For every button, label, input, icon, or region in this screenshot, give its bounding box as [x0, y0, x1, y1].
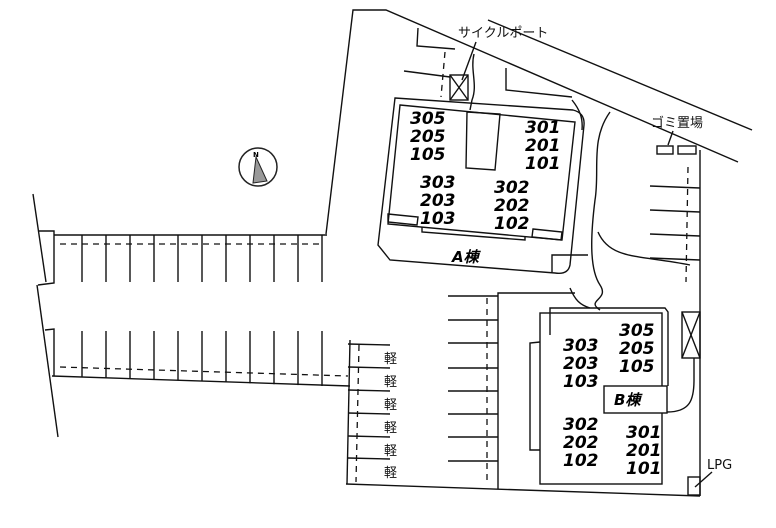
unit-number: 203 — [420, 191, 456, 211]
kei-label: 軽 — [384, 466, 397, 481]
unit-number: 302 — [563, 415, 599, 435]
kei-label: 軽 — [384, 398, 397, 413]
kei-label: 軽 — [384, 352, 397, 367]
kei-stall-line — [347, 343, 391, 346]
compass-icon: N — [238, 147, 278, 187]
building-b-label: B棟 — [614, 391, 643, 409]
unit-number: 305 — [410, 109, 446, 129]
unit-number: 201 — [525, 136, 561, 156]
storage-box — [681, 311, 701, 359]
unit-number: 103 — [420, 209, 456, 229]
unit-number: 201 — [626, 441, 662, 461]
parking-lot-west — [51, 234, 351, 387]
unit-number: 303 — [420, 173, 456, 193]
kei-stall-line — [347, 412, 391, 415]
parking-lot-east — [649, 166, 701, 283]
unit-number: 302 — [494, 178, 530, 198]
unit-number: 102 — [563, 451, 599, 471]
garbage-area: ゴミ置場 — [651, 115, 703, 155]
unit-number: 101 — [525, 154, 561, 174]
unit-number: 102 — [494, 214, 530, 234]
unit-number: 202 — [494, 196, 530, 216]
unit-number: 203 — [563, 354, 599, 374]
kei-stall-line — [347, 435, 391, 438]
unit-number: 301 — [525, 118, 561, 138]
lpg-label: LPG — [707, 458, 732, 473]
parking-stall-line — [649, 233, 701, 237]
north-stalls — [403, 27, 573, 98]
kei-label: 軽 — [384, 421, 397, 436]
unit-number: 205 — [619, 339, 655, 359]
unit-number: 101 — [626, 459, 662, 479]
kei-stall-line — [347, 389, 391, 392]
parking-lot-central — [448, 292, 575, 489]
kei-stall-line — [347, 366, 391, 369]
kei-stall-line — [347, 457, 391, 460]
unit-number: 303 — [563, 336, 599, 356]
kei-label: 軽 — [384, 375, 397, 390]
unit-number: 105 — [410, 145, 446, 165]
parking-stall-line — [649, 185, 701, 189]
kei-label: 軽 — [384, 444, 397, 459]
unit-number: 301 — [626, 423, 662, 443]
parking-stall-line — [649, 209, 701, 213]
compass-north-label: N — [253, 151, 259, 159]
unit-number: 103 — [563, 372, 599, 392]
unit-number: 305 — [619, 321, 655, 341]
building-a-label: A棟 — [451, 248, 482, 266]
parking-stall-line — [649, 257, 701, 261]
unit-number: 105 — [619, 357, 655, 377]
cycle-port: サイクルポート — [449, 26, 548, 101]
lpg-tank: LPG — [687, 458, 732, 496]
cycle-port-label: サイクルポート — [458, 26, 548, 41]
walkway — [469, 53, 695, 413]
unit-number: 205 — [410, 127, 446, 147]
unit-number: 202 — [563, 433, 599, 453]
garbage-label: ゴミ置場 — [651, 115, 703, 131]
